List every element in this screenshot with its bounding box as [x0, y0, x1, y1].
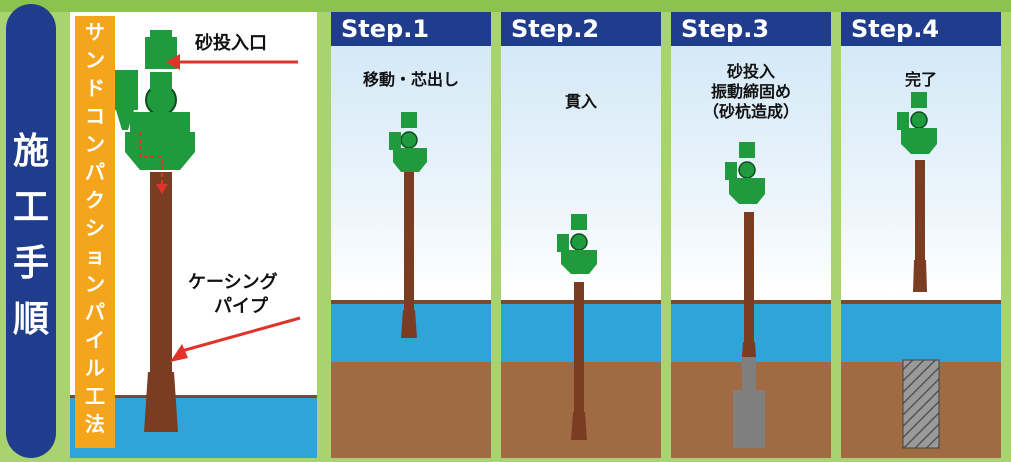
title-char: ル — [85, 356, 105, 380]
step-title: Step.2 — [511, 15, 600, 43]
method-vertical-title: サ ン ド コ ン パ ク シ ョ ン パ イ ル 工 法 — [75, 16, 115, 448]
step-header: Step.1 — [331, 12, 491, 46]
casing-callout-line1: ケーシング — [188, 272, 278, 293]
title-char: ン — [85, 272, 105, 296]
seabed-line — [70, 395, 317, 398]
vibro-machine-icon — [725, 142, 765, 204]
casing-pipe-icon — [571, 282, 587, 440]
step-header: Step.2 — [501, 12, 661, 46]
side-label-char: 手 — [12, 243, 49, 284]
casing-pipe-icon — [913, 160, 927, 292]
top-band — [0, 0, 1011, 12]
side-label-char: 工 — [12, 187, 49, 228]
step-illustration — [841, 92, 1001, 458]
title-char: パ — [85, 160, 105, 184]
sand-pile-icon — [733, 352, 765, 448]
casing-pipe-icon — [401, 170, 417, 338]
vibro-machine-icon — [557, 214, 597, 274]
title-char: ン — [85, 48, 105, 72]
sand-pile-icon — [902, 359, 940, 449]
step-illustration — [671, 142, 831, 458]
title-char: 法 — [85, 412, 105, 436]
casing-callout-line2: パイプ — [214, 296, 268, 317]
step-caption: 砂投入 — [726, 62, 775, 81]
step-caption: 貫入 — [564, 92, 597, 111]
side-label-char: 施 — [12, 131, 49, 172]
step-title: Step.3 — [681, 15, 770, 43]
title-char: イ — [85, 328, 105, 352]
step-caption: 移動・芯出し — [362, 70, 459, 89]
step-panel-2: Step.2 貫入 — [501, 12, 661, 458]
title-char: ョ — [85, 244, 105, 268]
step-panel-4: Step.4 完了 — [841, 12, 1001, 458]
vibro-machine-icon — [112, 30, 195, 170]
sand-inlet-callout: 砂投入口 — [195, 33, 267, 54]
title-char: ク — [85, 188, 105, 212]
side-label-char: 順 — [12, 299, 49, 340]
title-char: サ — [85, 20, 105, 44]
step-title: Step.4 — [851, 15, 940, 43]
step-illustration — [501, 214, 661, 458]
step-panel-3: Step.3 砂投入 振動締固め （砂杭造成） — [671, 12, 831, 458]
title-char: ド — [85, 76, 105, 100]
red-arrow-icon — [139, 54, 301, 362]
step-caption: （砂杭造成） — [702, 102, 799, 121]
step-caption: 完了 — [904, 70, 937, 89]
title-char: ン — [85, 132, 105, 156]
title-char: 工 — [85, 384, 105, 408]
vibro-machine-icon — [897, 92, 937, 154]
title-char: パ — [85, 300, 105, 324]
title-char: シ — [85, 216, 105, 240]
casing-pipe-icon — [742, 212, 756, 357]
step-illustration — [331, 112, 491, 458]
step-header: Step.4 — [841, 12, 1001, 46]
step-title: Step.1 — [341, 15, 430, 43]
procedure-side-label: 施 工 手 順 — [6, 4, 56, 458]
casing-pipe-icon — [144, 172, 178, 432]
step-header: Step.3 — [671, 12, 831, 46]
step-caption: 振動締固め — [710, 82, 791, 101]
vibro-machine-icon — [389, 112, 427, 172]
title-char: コ — [85, 104, 105, 128]
step-panel-1: Step.1 移動・芯出し — [331, 12, 491, 458]
